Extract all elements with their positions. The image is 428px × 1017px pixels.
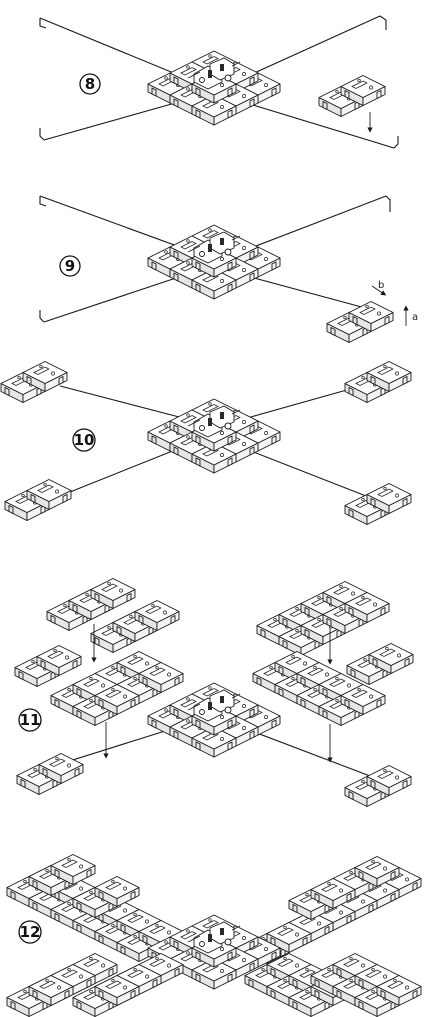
step-number-12: 12 [18,920,42,944]
svg-text:8: 8 [85,75,95,93]
step-number-9: 9 [59,255,81,277]
arrow-b [371,285,387,296]
step-9-figure: b a 9 [39,195,418,343]
end-block-lower-right [345,484,411,525]
label-b: b [378,280,384,291]
step-number-10: 10 [72,428,96,452]
step-12-figure: 12 [7,855,421,1017]
hub-assembly [148,399,280,473]
rod-lower-right [231,271,381,313]
end-block-lower-left [5,480,71,521]
step-number-11: 11 [18,708,42,732]
tile-group-top-right [257,582,389,656]
end-block-upper-right [347,644,413,685]
step-10-figure: 10 [1,362,411,525]
step-11-figure: 11 [15,579,413,807]
end-block-lower-right [345,766,411,807]
hub-assembly [148,225,280,299]
end-block [319,76,385,117]
end-block-upper-right [345,362,411,403]
end-block-upper-left [15,646,81,687]
tile-arm-lower-right [245,954,421,1017]
end-block-lower-left [17,754,83,795]
hub-assembly [148,51,280,125]
svg-text:9: 9 [65,257,75,275]
svg-text:10: 10 [74,431,95,449]
step-8-figure: 8 [39,15,399,149]
step-number-8: 8 [79,73,101,95]
svg-text:12: 12 [20,923,41,941]
label-a: a [412,312,418,323]
end-block [327,302,393,343]
hub-assembly [148,683,280,757]
svg-text:11: 11 [20,711,41,729]
end-block-upper-left [1,362,67,403]
tile-group-top-left [47,579,179,653]
rod-lower-right [229,97,399,149]
tile-arm-lower-left [7,954,183,1017]
